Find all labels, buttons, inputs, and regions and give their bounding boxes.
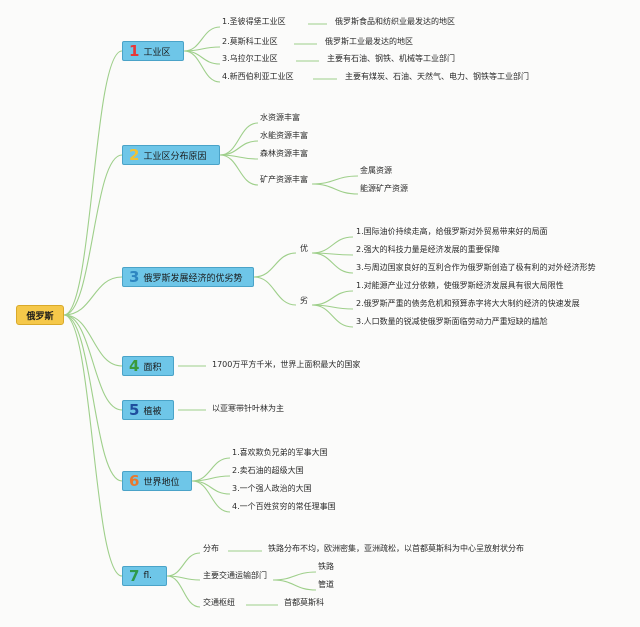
branch-number: 1 (129, 42, 140, 60)
transport-hub-detail[interactable]: 首都莫斯科 (284, 598, 324, 607)
connector (219, 154, 259, 186)
reason-4[interactable]: 矿产资源丰富 (260, 175, 308, 184)
disadvantage-3[interactable]: 3.人口数量的锐减使俄罗斯面临劳动力严重短缺的尴尬 (356, 317, 548, 326)
branch-number: 6 (129, 472, 140, 490)
connector (183, 50, 221, 65)
industrial-zone-detail-1[interactable]: 俄罗斯食品和纺织业最发达的地区 (335, 17, 455, 26)
transport-distribution-label[interactable]: 分布 (203, 544, 219, 553)
branch-label: 植被 (143, 406, 162, 417)
connector (219, 140, 259, 156)
reason-2[interactable]: 水能资源丰富 (260, 131, 308, 140)
advantage-2[interactable]: 2.强大的科技力量是经济发展的重要保障 (356, 245, 500, 254)
advantage-label[interactable]: 优 (300, 244, 308, 253)
connector (311, 183, 359, 195)
mineral-type-2[interactable]: 能源矿产资源 (360, 184, 408, 193)
connector (219, 122, 259, 156)
transport-modes-label[interactable]: 主要交通运输部门 (203, 571, 267, 580)
transport-distribution-detail[interactable]: 铁路分布不均，欧洲密集，亚洲疏松，以首都莫斯科为中心呈放射状分布 (268, 544, 524, 553)
reason-1[interactable]: 水资源丰富 (260, 113, 300, 122)
branch-number: 7 (129, 567, 140, 585)
branch-number: 3 (129, 268, 140, 286)
branch-number: 4 (129, 357, 140, 375)
connector (183, 50, 221, 83)
connector (253, 276, 297, 306)
vegetation-value[interactable]: 以亚寒带针叶林为主 (212, 404, 284, 413)
connector (311, 236, 354, 254)
industrial-zone-1[interactable]: 1.圣彼得堡工业区 (222, 17, 286, 26)
industrial-zone-2[interactable]: 2.莫斯科工业区 (222, 37, 278, 46)
reason-3[interactable]: 森林资源丰富 (260, 149, 308, 158)
world-status-1[interactable]: 1.喜欢欺负兄弟的军事大国 (232, 448, 328, 457)
branch-number: 5 (129, 401, 140, 419)
world-status-2[interactable]: 2.卖石油的超级大国 (232, 466, 304, 475)
industrial-zone-detail-4[interactable]: 主要有煤炭、石油、天然气、电力、钢铁等工业部门 (345, 72, 529, 81)
connector (311, 252, 354, 274)
area-value[interactable]: 1700万平方千米，世界上面积最大的国家 (212, 360, 361, 369)
world-status-4[interactable]: 4.一个百姓贫穷的常任理事国 (232, 502, 336, 511)
connector (311, 290, 354, 306)
transport-mode-1[interactable]: 铁路 (318, 562, 334, 571)
branch-label: 世界地位 (143, 477, 180, 488)
industrial-zone-detail-2[interactable]: 俄罗斯工业最发达的地区 (325, 37, 413, 46)
connector (311, 304, 354, 328)
industrial-zone-4[interactable]: 4.新西伯利亚工业区 (222, 72, 294, 81)
root-connector (63, 314, 123, 367)
root-connector (63, 50, 123, 316)
disadvantage-1[interactable]: 1.对能源产业过分依赖，使俄罗斯经济发展具有很大局限性 (356, 281, 564, 290)
connector (272, 579, 317, 591)
world-status-3[interactable]: 3.一个强人政治的大国 (232, 484, 312, 493)
root-connector (63, 314, 123, 577)
connector (191, 457, 231, 482)
connector (166, 575, 201, 608)
connector (183, 46, 221, 52)
connector (191, 475, 231, 482)
branch-number: 2 (129, 146, 140, 164)
mineral-type-1[interactable]: 金属资源 (360, 166, 392, 175)
connector (166, 552, 201, 577)
branch-label: 工业区分布原因 (143, 151, 207, 162)
connector (191, 480, 231, 513)
branch-label: fl. (143, 571, 152, 581)
advantage-3[interactable]: 3.与周边国家良好的互利合作为俄罗斯创造了极有利的对外经济形势 (356, 263, 596, 272)
connector (311, 175, 359, 185)
branch-label: 工业区 (143, 47, 171, 58)
disadvantage-label[interactable]: 劣 (300, 296, 308, 305)
branch-label: 俄罗斯发展经济的优劣势 (143, 273, 243, 284)
root-connector (63, 314, 123, 411)
industrial-zone-3[interactable]: 3.乌拉尔工业区 (222, 54, 278, 63)
transport-hub-label[interactable]: 交通枢纽 (203, 598, 235, 607)
transport-mode-2[interactable]: 管道 (318, 580, 334, 589)
root-connector (63, 154, 123, 316)
root-connector (63, 276, 123, 316)
connector (253, 252, 297, 278)
branch-label: 面积 (143, 362, 162, 373)
root-connector (63, 314, 123, 482)
advantage-1[interactable]: 1.国际油价持续走高，给俄罗斯对外贸易带来好的局面 (356, 227, 548, 236)
industrial-zone-detail-3[interactable]: 主要有石油、钢铁、机械等工业部门 (327, 54, 455, 63)
connector (272, 571, 317, 581)
connector (183, 26, 221, 52)
disadvantage-2[interactable]: 2.俄罗斯严重的债务危机和预算赤字将大大制约经济的快速发展 (356, 299, 580, 308)
connector (191, 480, 231, 495)
root-node[interactable]: 俄罗斯 (16, 305, 64, 325)
